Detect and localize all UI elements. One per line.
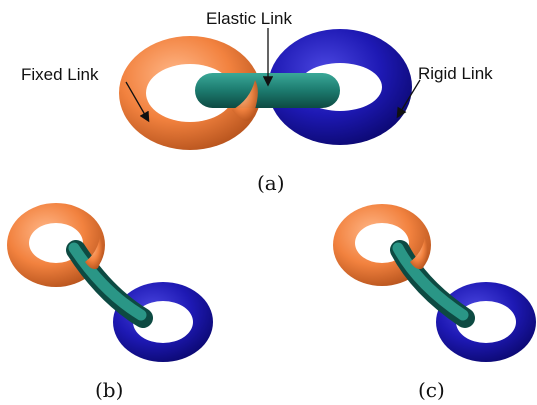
fixed-link-overlap-b bbox=[85, 236, 103, 270]
fixed-link-overlap bbox=[232, 80, 258, 121]
elastic-link-shape bbox=[195, 73, 340, 108]
panel-c: (c) bbox=[333, 204, 536, 402]
fixed-link-label: Fixed Link bbox=[21, 65, 99, 84]
rigid-link-label: Rigid Link bbox=[418, 64, 493, 83]
rigid-arrow bbox=[396, 79, 421, 119]
elastic-link-label: Elastic Link bbox=[206, 9, 292, 28]
fixed-arrow bbox=[125, 81, 150, 123]
caption-b: (b) bbox=[95, 378, 123, 402]
rigid-link-shape-b bbox=[113, 282, 213, 362]
elastic-link-highlight-b bbox=[68, 242, 147, 321]
fixed-link-overlap-c bbox=[410, 236, 428, 270]
caption-a: (a) bbox=[257, 171, 285, 195]
elastic-link-highlight-c bbox=[392, 242, 469, 321]
panel-b: (b) bbox=[7, 203, 213, 402]
rigid-link-shape-c bbox=[436, 282, 536, 362]
panel-a: Elastic Link Fixed Link Rigid Link (a) bbox=[21, 9, 493, 195]
caption-c: (c) bbox=[418, 378, 445, 402]
